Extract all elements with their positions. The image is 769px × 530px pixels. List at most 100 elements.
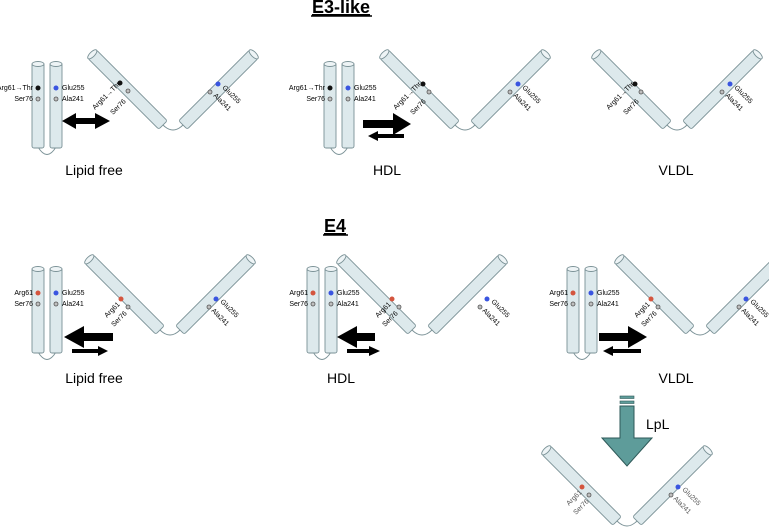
- lpl-arrow-stripe: [619, 400, 635, 404]
- panel-e3-hdl: Arg61→Thr Ser76 Glu255 Ala241 Arg61→Thr …: [289, 47, 553, 178]
- ala-dot-open: [477, 304, 483, 310]
- ala-dot-open: [206, 304, 212, 310]
- arg-dot-open: [117, 80, 123, 86]
- lpl-label: LpL: [646, 416, 670, 432]
- ser-label-open: Ser76: [109, 98, 127, 116]
- ser-dot: [570, 301, 576, 307]
- glu-dot: [328, 290, 334, 296]
- ala-label: Ala241: [337, 301, 359, 308]
- ser-dot-open: [125, 304, 131, 310]
- ser-dot-open: [586, 492, 592, 498]
- glu-label: Glu255: [597, 290, 620, 297]
- arg-dot: [327, 85, 333, 91]
- panel-caption: Lipid free: [65, 162, 123, 178]
- arg-dot: [570, 290, 576, 296]
- ala-label: Ala241: [354, 96, 376, 103]
- glu-dot-open: [743, 296, 749, 302]
- lpl-arrow: [600, 405, 654, 467]
- ser-label: Ser76: [289, 301, 308, 308]
- panel-caption: VLDL: [658, 370, 693, 386]
- ala-dot: [328, 301, 334, 307]
- ala-dot-open: [668, 492, 674, 498]
- ser-dot: [35, 301, 41, 307]
- arg-dot-open: [389, 296, 395, 302]
- glu-dot-open: [675, 484, 681, 490]
- arg-dot: [35, 290, 41, 296]
- arg-dot: [310, 290, 316, 296]
- arg-label: Arg61: [14, 290, 33, 297]
- panel-e4-hdl: Arg61 Ser76 Glu255 Ala241 Arg61 Ser76 Gl…: [289, 252, 511, 386]
- panel-e3-vldl: Arg61→Thr Ser76 Glu255 Ala241 VLDL: [589, 47, 765, 178]
- ala-dot: [588, 301, 594, 307]
- lpl-step: LpL: [600, 395, 670, 467]
- arg-label: Arg61→Thr: [0, 85, 34, 92]
- arg-label: Arg61: [549, 290, 568, 297]
- ser-dot-open: [638, 89, 644, 95]
- arg-dot: [35, 85, 41, 91]
- forward-arrow-small: [347, 346, 380, 356]
- panel-e3-lipid-free: Arg61→Thr Ser76 Glu255 Ala241 Arg61→Thr …: [0, 47, 261, 178]
- ser-dot-open: [426, 89, 432, 95]
- arg-dot-open: [118, 296, 124, 302]
- glu-dot: [345, 85, 351, 91]
- section-title-e4: E4: [324, 216, 346, 236]
- ser-label-open: Ser76: [409, 98, 427, 116]
- panel-caption: HDL: [373, 162, 401, 178]
- panel-caption: HDL: [327, 370, 355, 386]
- arg-dot-open: [420, 81, 426, 87]
- ser-label: Ser76: [549, 301, 568, 308]
- glu-label: Glu255: [354, 85, 377, 92]
- ala-dot-open: [736, 304, 742, 310]
- ser-dot: [327, 96, 333, 102]
- ala-label: Ala241: [597, 301, 619, 308]
- panel-e4-lipid-free: Arg61 Ser76 Glu255 Ala241 Arg61 Ser76 Gl…: [14, 252, 258, 386]
- ala-dot: [53, 301, 59, 307]
- glu-dot: [53, 85, 59, 91]
- ala-dot-open: [719, 89, 725, 95]
- arg-label: Arg61: [289, 290, 308, 297]
- ser-label: Ser76: [14, 96, 33, 103]
- glu-dot: [53, 290, 59, 296]
- ala-dot: [345, 96, 351, 102]
- glu-label: Glu255: [62, 85, 85, 92]
- ala-dot-open: [507, 89, 513, 95]
- glu-label: Glu255: [337, 290, 360, 297]
- arg-label: Arg61→Thr: [289, 85, 326, 92]
- ser-dot: [35, 96, 41, 102]
- arg-dot-open: [632, 81, 638, 87]
- arg-dot-open: [648, 296, 654, 302]
- ser-label-open: Ser76: [622, 98, 640, 116]
- panel-caption: VLDL: [658, 162, 693, 178]
- glu-dot-open: [215, 81, 221, 87]
- ser-label: Ser76: [14, 301, 33, 308]
- forward-arrow-large: [363, 113, 411, 135]
- glu-dot-open: [515, 81, 521, 87]
- ser-label: Ser76: [306, 96, 325, 103]
- reverse-arrow-small: [368, 131, 404, 141]
- panel-e4-vldl: Arg61 Ser76 Glu255 Ala241 Arg61 Ser76 Gl…: [549, 252, 769, 386]
- glu-dot-open: [727, 81, 733, 87]
- glu-dot: [588, 290, 594, 296]
- ala-dot-open: [207, 89, 213, 95]
- ser-dot-open: [655, 304, 661, 310]
- equilibrium-arrow: [62, 113, 110, 129]
- ala-label: Ala241: [62, 301, 84, 308]
- glu-dot-open: [484, 296, 490, 302]
- ser-dot: [310, 301, 316, 307]
- glu-label: Glu255: [62, 290, 85, 297]
- ala-dot: [53, 96, 59, 102]
- lpl-arrow-stripe: [619, 395, 635, 399]
- glu-dot-open: [213, 296, 219, 302]
- arg-dot-open: [579, 484, 585, 490]
- reverse-arrow-large: [337, 326, 375, 348]
- reverse-arrow-large: [64, 326, 113, 348]
- forward-arrow-large: [599, 326, 647, 348]
- ala-label: Ala241: [62, 96, 84, 103]
- reverse-arrow-small: [603, 346, 641, 356]
- ser-dot-open: [125, 88, 131, 94]
- ser-dot-open: [396, 304, 402, 310]
- panel-caption: Lipid free: [65, 370, 123, 386]
- forward-arrow-small: [72, 346, 108, 356]
- section-title-e3-like: E3-like: [312, 0, 370, 17]
